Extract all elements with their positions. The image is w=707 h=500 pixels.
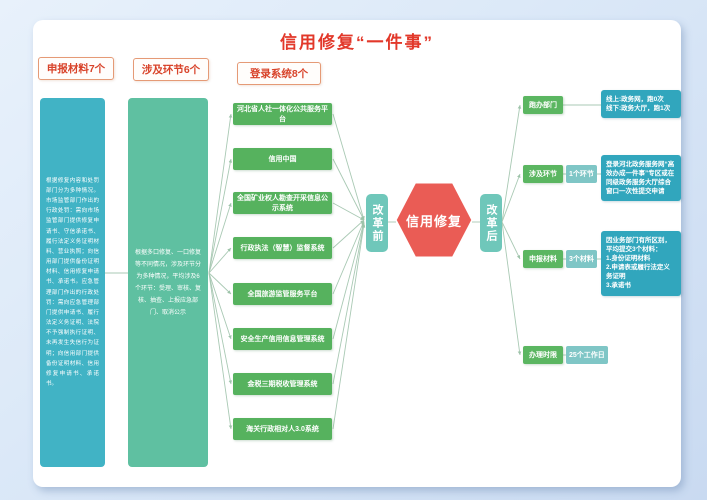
branch-steps-tag: 1个环节 — [566, 165, 597, 183]
branch-time-limit: 办理时限 — [523, 346, 563, 364]
branch-run-department-detail: 线上:政务网，跑0次 线下:政务大厅，跑1次 — [601, 90, 681, 119]
diagram-card: 信用修复“一件事” 申报材料7个 涉及环节6个 登录系统8个 根据修复内容和处罚… — [33, 20, 681, 487]
system-item: 全国矿业权人勘查开采信息公示系统 — [233, 192, 332, 214]
process-panel: 根据多口修复、一口修复等不同情况，涉及环节分为多种情况，平均涉及6个环节：受理、… — [128, 98, 208, 467]
branch-time-limit-tag: 25个工作日 — [566, 346, 608, 364]
credit-repair-hexagon-label: 信用修复 — [405, 213, 462, 229]
branch-steps-detail: 登录河北政务服务网“高效办成一件事”专区或在同级政务服务大厅综合窗口一次性提交申… — [601, 155, 681, 202]
credit-repair-hexagon: 信用修复 — [396, 183, 472, 257]
page-title: 信用修复“一件事” — [280, 33, 434, 52]
system-item: 海关行政相对人3.0系统 — [233, 418, 332, 440]
reform-after-label: 改革后 — [480, 194, 502, 252]
header-steps-count: 涉及环节6个 — [133, 58, 209, 81]
branch-run-department: 跑办部门 — [523, 96, 563, 114]
materials-panel-text: 根据修复内容和处罚部门分为多种情况。市场监管部门作出的行政处罚：需向市场监管部门… — [46, 177, 99, 388]
materials-panel: 根据修复内容和处罚部门分为多种情况。市场监管部门作出的行政处罚：需向市场监管部门… — [40, 98, 105, 467]
branch-steps: 涉及环节 — [523, 165, 563, 183]
system-item: 行政执法（智慧）监督系统 — [233, 237, 332, 259]
system-item: 金税三期税收管理系统 — [233, 373, 332, 395]
system-item: 安全生产信用信息管理系统 — [233, 328, 332, 350]
header-materials-count: 申报材料7个 — [38, 57, 114, 80]
header-systems-count: 登录系统8个 — [237, 62, 321, 85]
branch-materials: 申报材料 — [523, 250, 563, 268]
branch-materials-tag: 3个材料 — [566, 250, 597, 268]
branch-materials-detail: 因业务部门有所区别，平均提交3个材料： 1.身份证明材料 2.申请表或履行法定义… — [601, 231, 681, 296]
system-item: 全国旅游监管服务平台 — [233, 283, 332, 305]
process-panel-text: 根据多口修复、一口修复等不同情况，涉及环节分为多种情况，平均涉及6个环节：受理、… — [134, 249, 201, 316]
system-item: 信用中国 — [233, 148, 332, 170]
reform-before-label: 改革前 — [366, 194, 388, 252]
system-item: 河北省人社一体化公共服务平台 — [233, 103, 332, 125]
